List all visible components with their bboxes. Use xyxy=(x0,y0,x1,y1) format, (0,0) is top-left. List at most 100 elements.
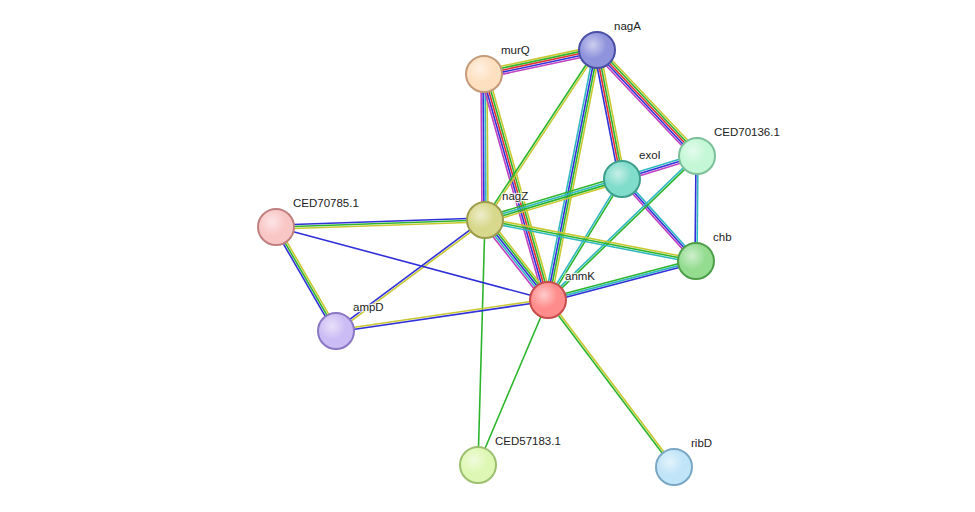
interaction-edge xyxy=(353,301,531,329)
interaction-edge xyxy=(293,231,532,295)
interaction-edge xyxy=(349,229,472,321)
edge-strand xyxy=(633,192,684,249)
edge-strand xyxy=(494,64,587,205)
edge-strand xyxy=(492,236,534,289)
edge-strand xyxy=(502,221,679,255)
edge-strand xyxy=(495,65,588,206)
interaction-edge xyxy=(485,316,542,450)
protein-node xyxy=(677,242,715,280)
protein-node xyxy=(257,208,295,246)
interaction-edge xyxy=(564,263,680,297)
interaction-edge xyxy=(501,221,679,259)
edge-strand xyxy=(552,67,594,283)
edge-strand xyxy=(635,190,686,247)
edge-strand xyxy=(293,231,532,295)
node-label: CED70136.1 xyxy=(714,126,780,138)
edge-strand xyxy=(486,91,488,203)
edge-strand xyxy=(607,64,684,145)
node-label: anmK xyxy=(565,270,595,282)
node-label: nagZ xyxy=(502,190,528,202)
protein-node xyxy=(317,312,355,350)
edge-strand xyxy=(480,91,482,203)
edge-strand xyxy=(559,313,664,453)
edge-strand xyxy=(499,231,541,284)
node-label: ribD xyxy=(691,437,712,449)
interaction-edge xyxy=(478,237,484,448)
interaction-edge xyxy=(485,89,547,284)
edge-strand xyxy=(497,232,539,285)
interaction-edge xyxy=(501,181,607,218)
protein-node xyxy=(459,446,497,484)
edge-strand xyxy=(502,223,679,257)
edge-strand xyxy=(478,237,484,448)
edge-strand xyxy=(696,173,698,244)
node-label: exoI xyxy=(639,149,661,161)
node-label: murQ xyxy=(501,44,530,56)
protein-node xyxy=(603,160,641,198)
edge-strand xyxy=(482,91,484,203)
edge-strand xyxy=(606,65,683,146)
edge-strand xyxy=(639,163,681,176)
edge-strand xyxy=(548,66,590,282)
interaction-edge xyxy=(632,190,686,249)
edge-strand xyxy=(494,235,536,288)
protein-node xyxy=(529,281,567,319)
edge-strand xyxy=(502,187,606,218)
edge-strand xyxy=(501,54,581,71)
interaction-edge xyxy=(548,66,596,284)
edge-strand xyxy=(601,67,619,162)
interaction-edge xyxy=(481,91,488,203)
node-label: CED57183.1 xyxy=(495,435,561,447)
edge-strand xyxy=(501,225,678,259)
edge-strand xyxy=(565,265,680,295)
protein-node xyxy=(678,137,716,175)
edge-strand xyxy=(694,173,696,244)
edge-strand xyxy=(293,219,468,225)
node-label: chb xyxy=(713,231,732,243)
interaction-edge xyxy=(492,231,540,289)
edge-strand xyxy=(493,89,548,282)
edge-strand xyxy=(609,62,686,143)
edge-strand xyxy=(632,193,683,250)
edge-strand xyxy=(491,90,546,283)
protein-node xyxy=(465,55,503,93)
edge-strand xyxy=(501,56,581,73)
interaction-edge xyxy=(597,66,621,163)
interaction-edge xyxy=(293,219,468,229)
interaction-edge xyxy=(558,313,665,454)
edge-strand xyxy=(350,231,472,322)
edge-strand xyxy=(286,241,329,315)
edge-strand xyxy=(638,161,680,174)
edge-strand xyxy=(564,263,679,293)
edge-strand xyxy=(565,267,680,297)
edge-strand xyxy=(489,90,544,283)
interaction-edge xyxy=(695,173,698,244)
edge-strand xyxy=(496,233,538,286)
edge-strand xyxy=(501,181,605,212)
edge-strand xyxy=(353,301,531,327)
node-label: ampD xyxy=(353,301,384,313)
interaction-edge xyxy=(283,241,329,317)
edge-strand xyxy=(550,67,592,283)
edge-strand xyxy=(597,67,615,162)
edge-strand xyxy=(554,67,596,283)
edge-strand xyxy=(558,314,663,454)
protein-node xyxy=(655,448,693,486)
protein-node xyxy=(578,31,616,69)
interaction-edge xyxy=(638,159,681,176)
edge-strand xyxy=(484,91,486,203)
edge-strand xyxy=(487,91,542,284)
edge-strand xyxy=(283,243,326,317)
node-label: nagA xyxy=(614,20,641,32)
edge-strand xyxy=(485,316,542,450)
node-label: CED70785.1 xyxy=(293,197,359,209)
edge-strand xyxy=(599,67,617,162)
edge-strand xyxy=(285,242,328,316)
edge-strand xyxy=(610,61,687,142)
interaction-edge xyxy=(606,60,688,147)
edge-strand xyxy=(612,60,689,141)
edge-strand xyxy=(502,57,582,74)
edge-strand xyxy=(501,183,605,214)
edge-strand xyxy=(502,185,606,216)
protein-node xyxy=(466,201,504,239)
